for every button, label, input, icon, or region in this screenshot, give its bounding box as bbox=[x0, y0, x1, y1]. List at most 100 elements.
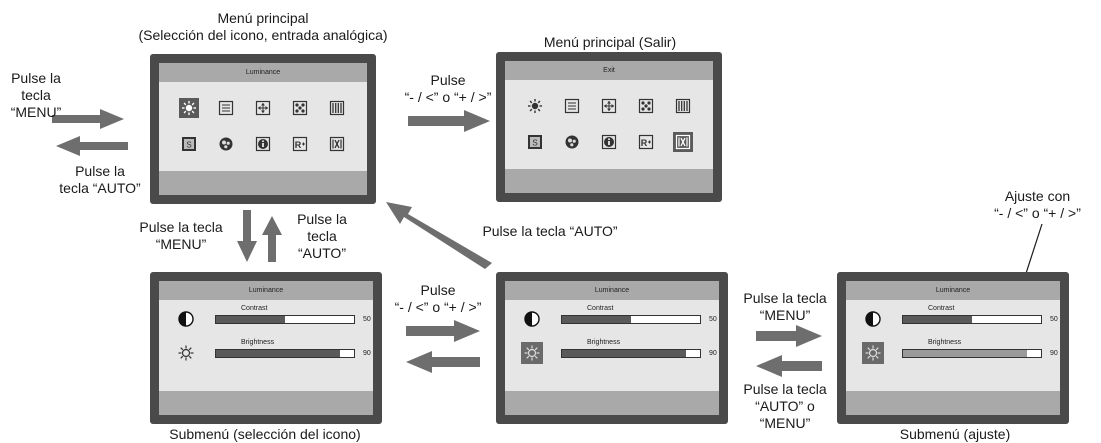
info-icon[interactable] bbox=[253, 134, 273, 154]
position-icon[interactable] bbox=[599, 96, 619, 116]
level-fill bbox=[216, 350, 341, 357]
adjust-row-contrast[interactable]: Contrast 50 bbox=[858, 305, 1058, 333]
luminance-icon[interactable] bbox=[179, 98, 200, 118]
adjust-row-contrast[interactable]: Contrast 50 bbox=[517, 305, 717, 333]
text-lines-icon[interactable] bbox=[216, 98, 236, 118]
arrow-up-to-main-menu bbox=[262, 216, 282, 262]
caption-submenu-icon-selection: Submenú (selección del icono) bbox=[169, 426, 361, 442]
adjust-label: Contrast bbox=[241, 305, 268, 312]
contrast-icon bbox=[175, 308, 197, 330]
contrast-icon bbox=[521, 308, 543, 330]
bars-icon[interactable] bbox=[673, 96, 693, 116]
dots-icon[interactable] bbox=[636, 96, 656, 116]
label-press-plus-minus-bottom: Pulse “- / <” o “+ / >” bbox=[394, 282, 482, 315]
level-bar[interactable] bbox=[902, 349, 1042, 358]
brightness-icon bbox=[862, 342, 884, 364]
svg-text:S: S bbox=[187, 141, 192, 150]
info-icon[interactable] bbox=[599, 132, 619, 152]
label-press-plus-minus-top: Pulse “- / <” o “+ / >” bbox=[404, 72, 492, 105]
label-press-auto-diagonal: Pulse la tecla “AUTO” bbox=[482, 223, 618, 239]
adjust-label: Brightness bbox=[928, 339, 962, 346]
label-press-menu-key: Pulse la tecla “MENU” bbox=[10, 70, 62, 120]
luminance-icon[interactable] bbox=[525, 96, 545, 116]
exit-icon[interactable] bbox=[672, 132, 693, 152]
level-bar[interactable] bbox=[215, 349, 355, 358]
reset-icon[interactable]: R bbox=[290, 134, 310, 154]
adjust-value: 50 bbox=[709, 316, 717, 323]
osd-icon[interactable]: S bbox=[179, 134, 199, 154]
icon-row bbox=[505, 88, 713, 124]
screen-title: Luminance bbox=[505, 281, 719, 300]
label-adjust-with: Ajuste con “- / <” o “+ / >” bbox=[994, 188, 1081, 221]
svg-text:R: R bbox=[641, 138, 648, 148]
arrow-enter-adjust bbox=[756, 325, 822, 347]
level-fill bbox=[903, 350, 1028, 357]
arrow-to-exit-menu bbox=[408, 110, 490, 132]
color-icon[interactable] bbox=[216, 134, 236, 154]
svg-text:R: R bbox=[295, 140, 302, 150]
adjust-row-brightness[interactable]: Brightness 90 bbox=[171, 339, 371, 367]
reset-icon[interactable]: R bbox=[636, 132, 656, 152]
level-bar[interactable] bbox=[561, 315, 701, 324]
screen-title: Luminance bbox=[159, 281, 373, 300]
icon-row bbox=[159, 90, 367, 126]
adjust-value: 50 bbox=[363, 316, 371, 323]
svg-text:S: S bbox=[533, 139, 538, 148]
level-fill bbox=[562, 350, 687, 357]
arrow-leave-adjust bbox=[756, 355, 822, 377]
adjust-label: Brightness bbox=[587, 339, 621, 346]
adjust-label: Contrast bbox=[587, 305, 614, 312]
dots-icon[interactable] bbox=[290, 98, 310, 118]
screen-title: Luminance bbox=[846, 281, 1060, 300]
adjust-row-brightness[interactable]: Brightness 90 bbox=[858, 339, 1058, 367]
adjust-value: 50 bbox=[1050, 316, 1058, 323]
level-fill bbox=[216, 316, 285, 323]
position-icon[interactable] bbox=[253, 98, 273, 118]
arrow-down-to-submenu bbox=[237, 210, 257, 262]
label-press-menu-key-right: Pulse la tecla “MENU” bbox=[743, 290, 827, 323]
brightness-icon bbox=[175, 342, 197, 364]
caption-submenu-adjust: Submenú (ajuste) bbox=[899, 426, 1011, 442]
exit-icon[interactable] bbox=[327, 134, 347, 154]
level-bar[interactable] bbox=[902, 315, 1042, 324]
label-press-auto-key-up: Pulse la tecla “AUTO” bbox=[297, 211, 347, 261]
arrow-submenu-prev bbox=[406, 351, 480, 373]
adjust-label: Brightness bbox=[241, 339, 275, 346]
level-fill bbox=[903, 316, 972, 323]
adjust-value: 90 bbox=[1050, 350, 1058, 357]
bars-icon[interactable] bbox=[327, 98, 347, 118]
osd-icon[interactable]: S bbox=[525, 132, 545, 152]
text-lines-icon[interactable] bbox=[562, 96, 582, 116]
color-icon[interactable] bbox=[562, 132, 582, 152]
level-bar[interactable] bbox=[215, 315, 355, 324]
adjust-value: 90 bbox=[363, 350, 371, 357]
label-press-menu-key-down: Pulse la tecla “MENU” bbox=[139, 219, 223, 252]
adjust-label: Contrast bbox=[928, 305, 955, 312]
arrow-leave-main-menu bbox=[56, 136, 128, 156]
label-press-auto-key: Pulse la tecla “AUTO” bbox=[59, 163, 141, 196]
arrow-auto-diagonal bbox=[386, 202, 492, 269]
arrow-submenu-next bbox=[406, 320, 480, 342]
screen-title: Exit bbox=[505, 61, 713, 80]
level-fill bbox=[562, 316, 631, 323]
level-bar[interactable] bbox=[561, 349, 701, 358]
adjust-row-brightness[interactable]: Brightness 90 bbox=[517, 339, 717, 367]
arrow-enter-main-menu bbox=[52, 109, 124, 129]
adjust-value: 90 bbox=[709, 350, 717, 357]
screen-title: Luminance bbox=[159, 63, 367, 82]
caption-main-menu-exit: Menú principal (Salir) bbox=[543, 34, 677, 50]
caption-main-menu-input: Menú principal (Selección del icono, ent… bbox=[138, 10, 388, 43]
contrast-icon bbox=[862, 308, 884, 330]
adjust-row-contrast[interactable]: Contrast 50 bbox=[171, 305, 371, 333]
